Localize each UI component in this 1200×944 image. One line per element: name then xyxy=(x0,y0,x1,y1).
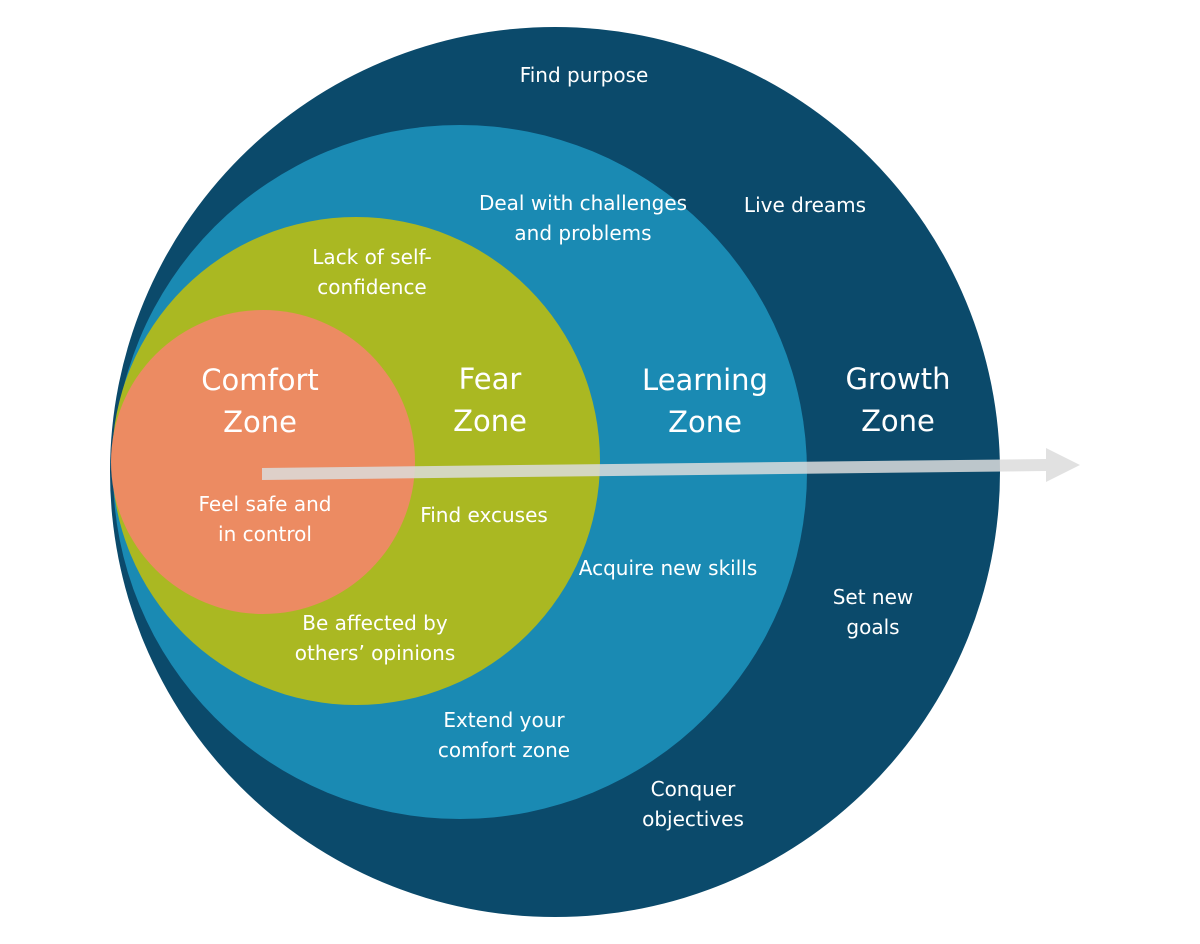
arrow-shaft xyxy=(262,459,1046,480)
arrow-head xyxy=(1046,448,1080,482)
comfort-zone-circle xyxy=(111,310,415,614)
right-arrow-icon xyxy=(262,448,1080,482)
